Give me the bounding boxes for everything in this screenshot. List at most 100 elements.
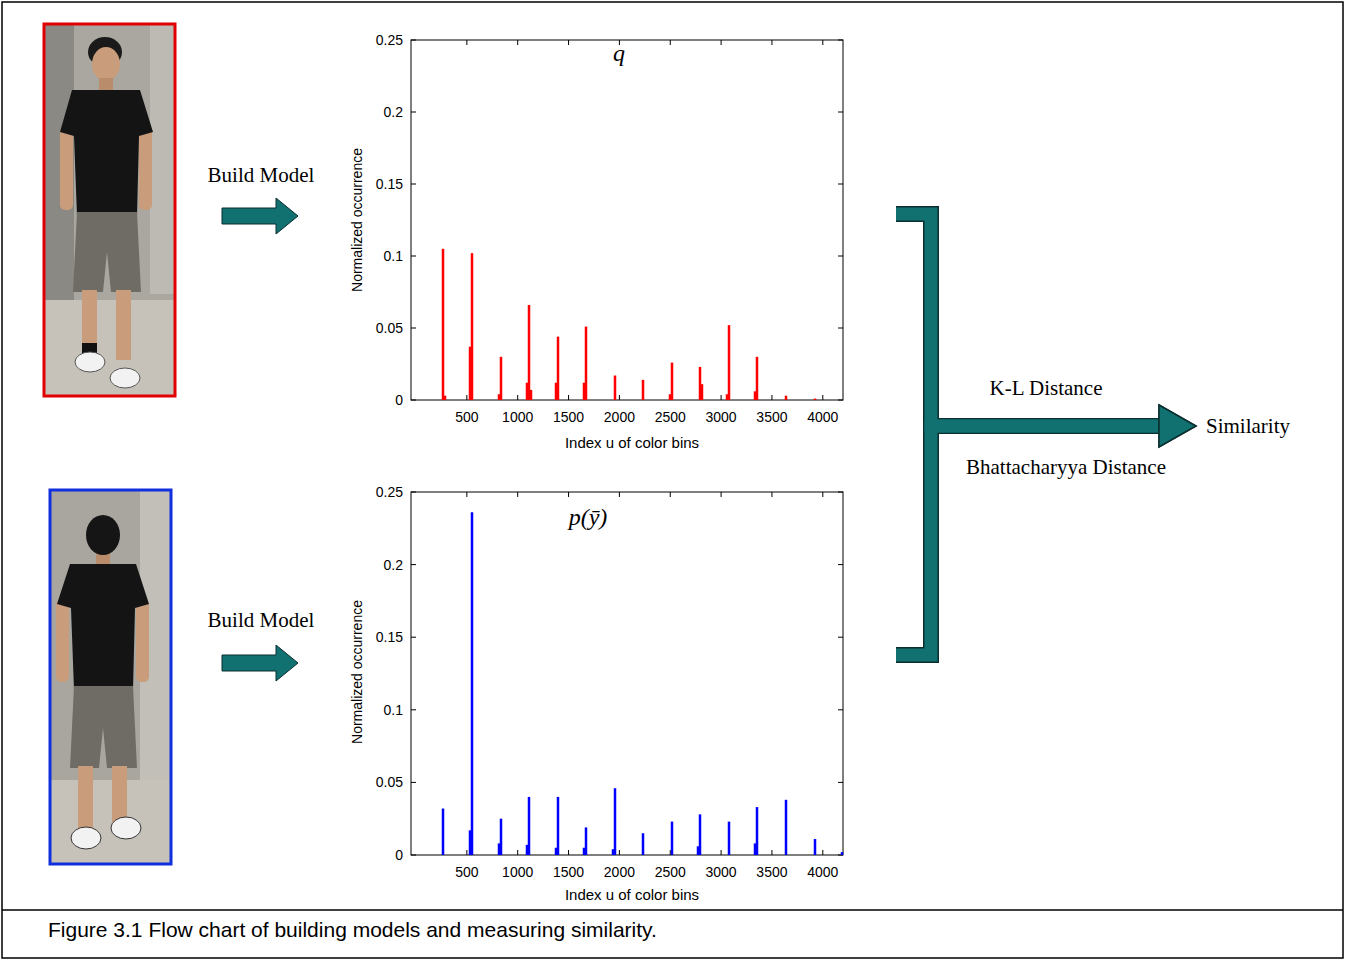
histogram-bar — [442, 809, 445, 855]
histogram-plots — [411, 40, 843, 855]
arrow-head — [1159, 405, 1196, 447]
person-photo — [44, 24, 175, 396]
axis-tick — [568, 492, 569, 497]
axis-tick — [466, 492, 467, 497]
histogram-bar — [555, 383, 558, 400]
tick-label: 0.2 — [384, 557, 403, 573]
photo-ground — [50, 490, 171, 864]
histogram-bar — [785, 800, 788, 855]
histogram-panel: qNormalized occurrenceIndex u of color b… — [340, 28, 896, 453]
photo-floor — [50, 780, 171, 864]
histogram-bar — [728, 822, 731, 855]
figure-caption: Figure 3.1 Flow chart of building models… — [48, 918, 657, 942]
axis-tick — [670, 395, 671, 400]
histogram-bar — [557, 797, 560, 855]
histogram-bar — [469, 830, 472, 855]
photo-wall — [150, 24, 175, 294]
person-photo — [50, 490, 171, 864]
axis-tick — [771, 850, 772, 855]
tick-label: 0.1 — [384, 702, 403, 718]
axis-tick — [670, 492, 671, 497]
axis-label: Normalized occurrence — [349, 148, 365, 292]
histogram-bar — [555, 848, 558, 855]
axis-tick — [822, 395, 823, 400]
photo-border — [50, 490, 171, 864]
axis-label: Normalized occurrence — [349, 600, 365, 744]
histogram-bar — [500, 357, 503, 400]
histogram-bar — [785, 396, 788, 400]
histogram-bar — [498, 394, 501, 400]
axis-tick — [619, 395, 620, 400]
axis-tick — [822, 40, 823, 45]
tick-label: 0.05 — [376, 320, 403, 336]
photo-ground — [44, 24, 175, 396]
axis-tick — [411, 328, 416, 329]
tick-label: 0 — [395, 847, 403, 863]
histogram-bar — [671, 363, 674, 400]
connector-heads — [1159, 405, 1196, 447]
axis-tick — [838, 564, 843, 565]
axis-tick — [619, 492, 620, 497]
histogram-bar — [528, 305, 531, 400]
person-shirt — [60, 90, 153, 216]
tick-label: 0.05 — [376, 774, 403, 790]
axis-tick — [466, 40, 467, 45]
photo-door — [44, 24, 74, 304]
histogram-bar — [526, 845, 529, 855]
histogram-bar — [699, 814, 702, 855]
build-arrow — [222, 645, 298, 681]
tick-label: 0.25 — [376, 484, 403, 500]
person-shoe — [71, 827, 101, 849]
tick-label: 1500 — [553, 864, 584, 880]
histogram-bar — [614, 376, 617, 400]
person-hair — [86, 515, 120, 555]
axis-tick — [838, 256, 843, 257]
axis-tick — [838, 112, 843, 113]
connector-fills — [896, 214, 1159, 655]
axis-tick — [568, 395, 569, 400]
histogram-bar — [583, 848, 586, 855]
histogram-panel: p(ȳ)Normalized occurrenceIndex u of colo… — [340, 480, 896, 905]
axis-tick — [411, 709, 416, 710]
axis-label: Index u of color bins — [565, 434, 699, 451]
tick-label: 0.2 — [384, 104, 403, 120]
bracket-connector — [896, 214, 1159, 426]
histogram-bar — [444, 396, 447, 400]
axis-tick — [838, 637, 843, 638]
axis-tick — [670, 40, 671, 45]
tick-label: 3000 — [706, 864, 737, 880]
arrow-head — [1159, 405, 1196, 447]
tick-label: 500 — [455, 409, 478, 425]
histogram-bar — [528, 797, 531, 855]
axis-tick — [517, 492, 518, 497]
person-shoe — [75, 352, 105, 372]
edge-label: K-L Distance — [988, 376, 1105, 400]
result-label: Similarity — [1206, 414, 1290, 438]
axis-tick — [517, 395, 518, 400]
person-neck — [99, 78, 113, 92]
person-leg — [78, 766, 93, 828]
histogram — [411, 40, 843, 400]
step-label: Build Model — [208, 608, 315, 632]
histogram-bar — [585, 327, 588, 400]
histogram-bar — [754, 391, 757, 400]
histogram-bar — [701, 384, 704, 400]
histogram-bar — [756, 807, 759, 855]
connector-outlines — [896, 214, 1159, 655]
histogram-bar — [726, 394, 729, 400]
histogram-bar — [442, 249, 445, 400]
histogram-bar — [754, 843, 757, 855]
person-leg — [82, 290, 97, 348]
histogram-bar — [642, 380, 645, 400]
axis-tick — [411, 112, 416, 113]
axis-tick — [411, 184, 416, 185]
axis-tick — [771, 395, 772, 400]
tick-label: 1000 — [502, 409, 533, 425]
tick-label: 0.1 — [384, 248, 403, 264]
person-shorts — [70, 686, 137, 768]
step-label: Build Model — [208, 163, 315, 187]
